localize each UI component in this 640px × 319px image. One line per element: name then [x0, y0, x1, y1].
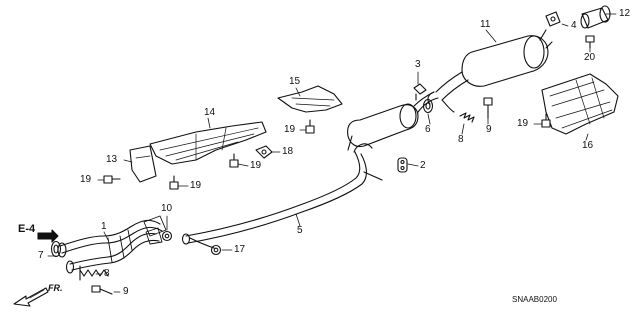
- resonator: [347, 91, 439, 151]
- bolt-19-c: [229, 153, 239, 168]
- bracket-13: [129, 145, 157, 183]
- callout-19-c: 19: [250, 160, 262, 171]
- callout-17: 17: [234, 244, 246, 255]
- callout-19-e: 19: [517, 118, 529, 129]
- middle-pipe-5: [181, 143, 383, 249]
- callout-13: 13: [106, 154, 118, 165]
- nut-17: [210, 244, 222, 256]
- callout-1: 1: [101, 221, 107, 232]
- heat-shield-15: [277, 85, 343, 113]
- gasket-7: [50, 240, 62, 258]
- section-ref-arrow: [37, 229, 59, 243]
- callout-15: 15: [289, 76, 301, 87]
- callout-4: 4: [571, 20, 577, 31]
- front-direction-arrow: [13, 287, 49, 307]
- callout-20: 20: [584, 52, 596, 63]
- tail-finisher-12: [580, 5, 611, 29]
- callout-8-lower: 8: [104, 268, 110, 279]
- bolt-19-e: [541, 113, 551, 128]
- bolt-9-lower: [91, 285, 113, 295]
- callout-18: 18: [282, 146, 294, 157]
- callout-5: 5: [297, 225, 303, 236]
- section-ref-label: E-4: [18, 223, 36, 235]
- callout-14: 14: [204, 107, 216, 118]
- bolt-3: [413, 83, 427, 101]
- callout-19-b: 19: [190, 180, 202, 191]
- exhaust-pipe-a: [57, 215, 167, 274]
- callout-19-a: 19: [80, 174, 92, 185]
- grommet-18: [255, 145, 273, 159]
- spring-8-upper: [459, 112, 475, 123]
- callout-3: 3: [415, 59, 421, 70]
- callout-12: 12: [619, 8, 631, 19]
- callout-8-upper: 8: [458, 134, 464, 145]
- callout-7: 7: [38, 250, 44, 261]
- callout-10: 10: [161, 203, 173, 214]
- callout-19-d: 19: [284, 124, 296, 135]
- mount-rubber-2: [397, 157, 408, 173]
- bolt-19-b: [169, 175, 179, 190]
- bolt-19-a: [103, 175, 121, 184]
- direction-label: FR.: [48, 283, 63, 293]
- diagram-code: SNAAB0200: [512, 295, 557, 304]
- bolt-9-upper: [483, 97, 493, 119]
- callout-2: 2: [420, 160, 426, 171]
- leader-lines: [47, 13, 617, 293]
- muffler-11: [427, 29, 553, 113]
- heat-shield-16: [541, 73, 619, 135]
- callout-6: 6: [425, 124, 431, 135]
- nut-10: [161, 230, 173, 242]
- bolt-20: [585, 35, 595, 49]
- hanger-4: [545, 11, 561, 27]
- callout-9-lower: 9: [123, 286, 129, 297]
- callout-16: 16: [582, 140, 594, 151]
- spring-8-lower: [79, 265, 109, 281]
- bolt-19-d: [305, 119, 315, 134]
- callout-11: 11: [480, 19, 491, 30]
- heat-shield-14: [149, 121, 267, 165]
- callout-9-upper: 9: [486, 124, 492, 135]
